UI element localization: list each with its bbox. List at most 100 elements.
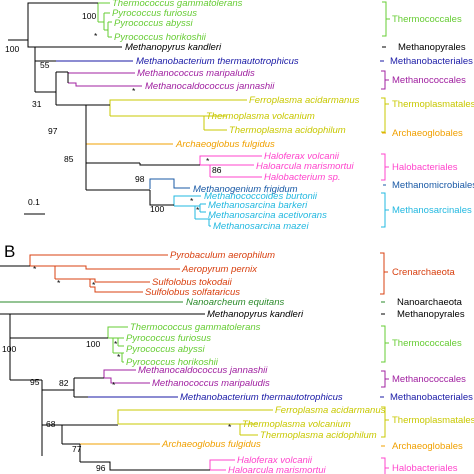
leaf-thermoplasma-volcanium: Thermoplasma volcanium xyxy=(206,111,315,122)
leaf-haloferax-b: Haloferax volcanii xyxy=(237,455,313,466)
leaf-thermoplasma-acidophilum-b: Thermoplasma acidophilum xyxy=(260,430,377,441)
leaf-methanobacterium: Methanobacterium thermautotrophicus xyxy=(136,56,299,67)
bracket-thermoplasmatales-b xyxy=(381,406,389,438)
support-value: 100 xyxy=(86,339,100,349)
clade-methanobacteriales: Methanobacteriales xyxy=(390,56,473,67)
leaf-labels-b: Pyrobaculum aerophilum Aeropyrum pernix … xyxy=(126,250,386,474)
support-star: * xyxy=(190,196,194,206)
clade-thermoplasmatales: Thermoplasmatales xyxy=(392,99,474,110)
leaf-sulfolobus-tokodaii: Sulfolobus tokodaii xyxy=(152,277,233,288)
leaf-pyrococcus-horikoshii-b: Pyrococcus horikoshii xyxy=(126,357,219,368)
clade-brackets-b xyxy=(380,252,389,474)
support-star: * xyxy=(196,205,200,215)
panel-a: Thermococcus gammatolerans Pyrococcus fu… xyxy=(5,0,474,232)
leaf-nanoarcheum: Nanoarcheum equitans xyxy=(186,297,284,308)
clade-methanomicrobiales: Methanomicrobiales xyxy=(392,180,474,191)
bracket-thermoplasmatales xyxy=(381,97,389,133)
branch-backbone-b xyxy=(0,265,210,471)
clade-archaeoglobales: Archaeoglobales xyxy=(392,128,463,139)
branch-crenarchaeota xyxy=(29,254,180,293)
bracket-thermococcales xyxy=(382,1,390,37)
branch-methanomicrobiales xyxy=(149,178,190,189)
leaf-thermococcus-gammatolerans-b: Thermococcus gammatolerans xyxy=(130,322,261,333)
leaf-methanocaldococcus-jannashii-b: Methanocaldococcus jannashii xyxy=(138,365,268,376)
support-value: 95 xyxy=(30,377,40,387)
support-star: * xyxy=(206,156,210,166)
branch-halobacteriales-b xyxy=(209,459,235,471)
support-star: * xyxy=(117,352,121,362)
support-value: 31 xyxy=(32,99,42,109)
support-value: 97 xyxy=(48,126,58,136)
clade-thermococcales-b: Thermococcales xyxy=(392,338,462,349)
leaf-haloferax: Haloferax volcanii xyxy=(264,151,340,162)
branch-thermococcales xyxy=(97,2,112,38)
leaf-labels-a: Thermococcus gammatolerans Pyrococcus fu… xyxy=(112,0,360,232)
leaf-methanococcus-maripaludis: Methanococcus maripaludis xyxy=(137,68,255,79)
clade-labels-b: Crenarchaeota Nanoarchaeota Methanopyral… xyxy=(390,267,474,474)
support-value: 86 xyxy=(212,165,222,175)
support-star: * xyxy=(112,380,116,390)
leaf-halobacterium: Halobacterium sp. xyxy=(264,172,341,183)
leaf-sulfolobus-solfataricus: Sulfolobus solfataricus xyxy=(145,287,240,298)
bracket-methanosarcinales xyxy=(381,192,389,228)
leaf-methanocaldococcus-jannashii: Methanocaldococcus jannashii xyxy=(145,81,275,92)
leaf-pyrococcus-furiosus: Pyrococcus furiosus xyxy=(112,8,197,19)
leaf-pyrococcus-abyssi-b: Pyrococcus abyssi xyxy=(126,344,206,355)
leaf-methanococcoides: Methanococcoides burtonii xyxy=(204,191,318,202)
leaf-pyrococcus-horikoshii: Pyrococcus horikoshii xyxy=(114,32,207,43)
support-star: * xyxy=(114,339,118,349)
bracket-halobacteriales-b xyxy=(381,457,389,474)
support-star: * xyxy=(132,86,136,96)
panel-b: B xyxy=(0,242,474,474)
clade-methanopyrales-b: Methanopyrales xyxy=(397,309,465,320)
branch-methanosarcinales xyxy=(173,195,211,227)
leaf-thermococcus-gammatolerans: Thermococcus gammatolerans xyxy=(112,0,243,9)
scale-bar-label: 0.1 xyxy=(28,197,40,207)
scale-bar: 0.1 xyxy=(24,197,45,215)
support-value: 55 xyxy=(40,60,50,70)
support-value: 100 xyxy=(150,204,164,214)
leaf-thermoplasma-acidophilum: Thermoplasma acidophilum xyxy=(229,125,346,136)
leaf-archaeoglobus: Archaeoglobus fulgidus xyxy=(175,139,275,150)
leaf-aeropyrum: Aeropyrum pernix xyxy=(181,264,258,275)
support-star: * xyxy=(33,264,37,274)
bracket-thermococcales-b xyxy=(381,325,389,363)
support-value: 68 xyxy=(46,419,56,429)
support-value: 85 xyxy=(64,154,74,164)
clade-halobacteriales: Halobacteriales xyxy=(392,162,458,173)
clade-methanobacteriales-b: Methanobacteriales xyxy=(390,392,473,403)
bracket-halobacteriales xyxy=(381,153,389,181)
branch-thermoplasmatales-b xyxy=(117,409,273,436)
clade-thermococcales: Thermococcales xyxy=(392,14,462,25)
clade-methanococcales: Methanococcales xyxy=(392,75,466,86)
support-value: 98 xyxy=(135,174,145,184)
leaf-ferroplasma-b: Ferroplasma acidarmanus xyxy=(275,405,386,416)
branch-halobacteriales xyxy=(199,155,262,178)
leaf-methanosarcina-acetivorans: Methanosarcina acetivorans xyxy=(208,210,327,221)
clade-nanoarchaeota: Nanoarchaeota xyxy=(397,297,463,308)
support-value: 100 xyxy=(82,11,96,21)
branch-methanococcales-b xyxy=(103,369,150,384)
leaf-methanopyrus-kandleri: Methanopyrus kandleri xyxy=(125,42,222,53)
clade-crenarchaeota: Crenarchaeota xyxy=(392,267,456,278)
leaf-thermoplasma-volcanium-b: Thermoplasma volcanium xyxy=(242,419,351,430)
support-star: * xyxy=(94,31,98,41)
panel-label-b: B xyxy=(4,242,15,261)
leaf-pyrobaculum: Pyrobaculum aerophilum xyxy=(170,250,275,261)
leaf-archaeoglobus-b: Archaeoglobus fulgidus xyxy=(161,439,261,450)
leaf-ferroplasma: Ferroplasma acidarmanus xyxy=(249,95,360,106)
leaf-haloarcula-b: Haloarcula marismortui xyxy=(228,465,327,474)
support-value: 96 xyxy=(96,463,106,473)
branch-thermoplasmatales xyxy=(109,99,247,131)
clade-archaeoglobales-b: Archaeoglobales xyxy=(392,441,463,452)
leaf-methanosarcina-mazei: Methanosarcina mazei xyxy=(213,221,309,232)
branch-methanococcales xyxy=(67,72,142,87)
leaf-methanosarcina-barkeri: Methanosarcina barkeri xyxy=(208,200,308,211)
support-value: 100 xyxy=(5,44,19,54)
clade-labels-a: Thermococcales Methanopyrales Methanobac… xyxy=(390,14,474,216)
branch-thermococcales-b xyxy=(107,326,128,363)
leaf-methanopyrus-kandleri-b: Methanopyrus kandleri xyxy=(207,309,304,320)
leaf-haloarcula: Haloarcula marismortui xyxy=(256,161,355,172)
clade-thermoplasmatales-b: Thermoplasmatales xyxy=(392,415,474,426)
